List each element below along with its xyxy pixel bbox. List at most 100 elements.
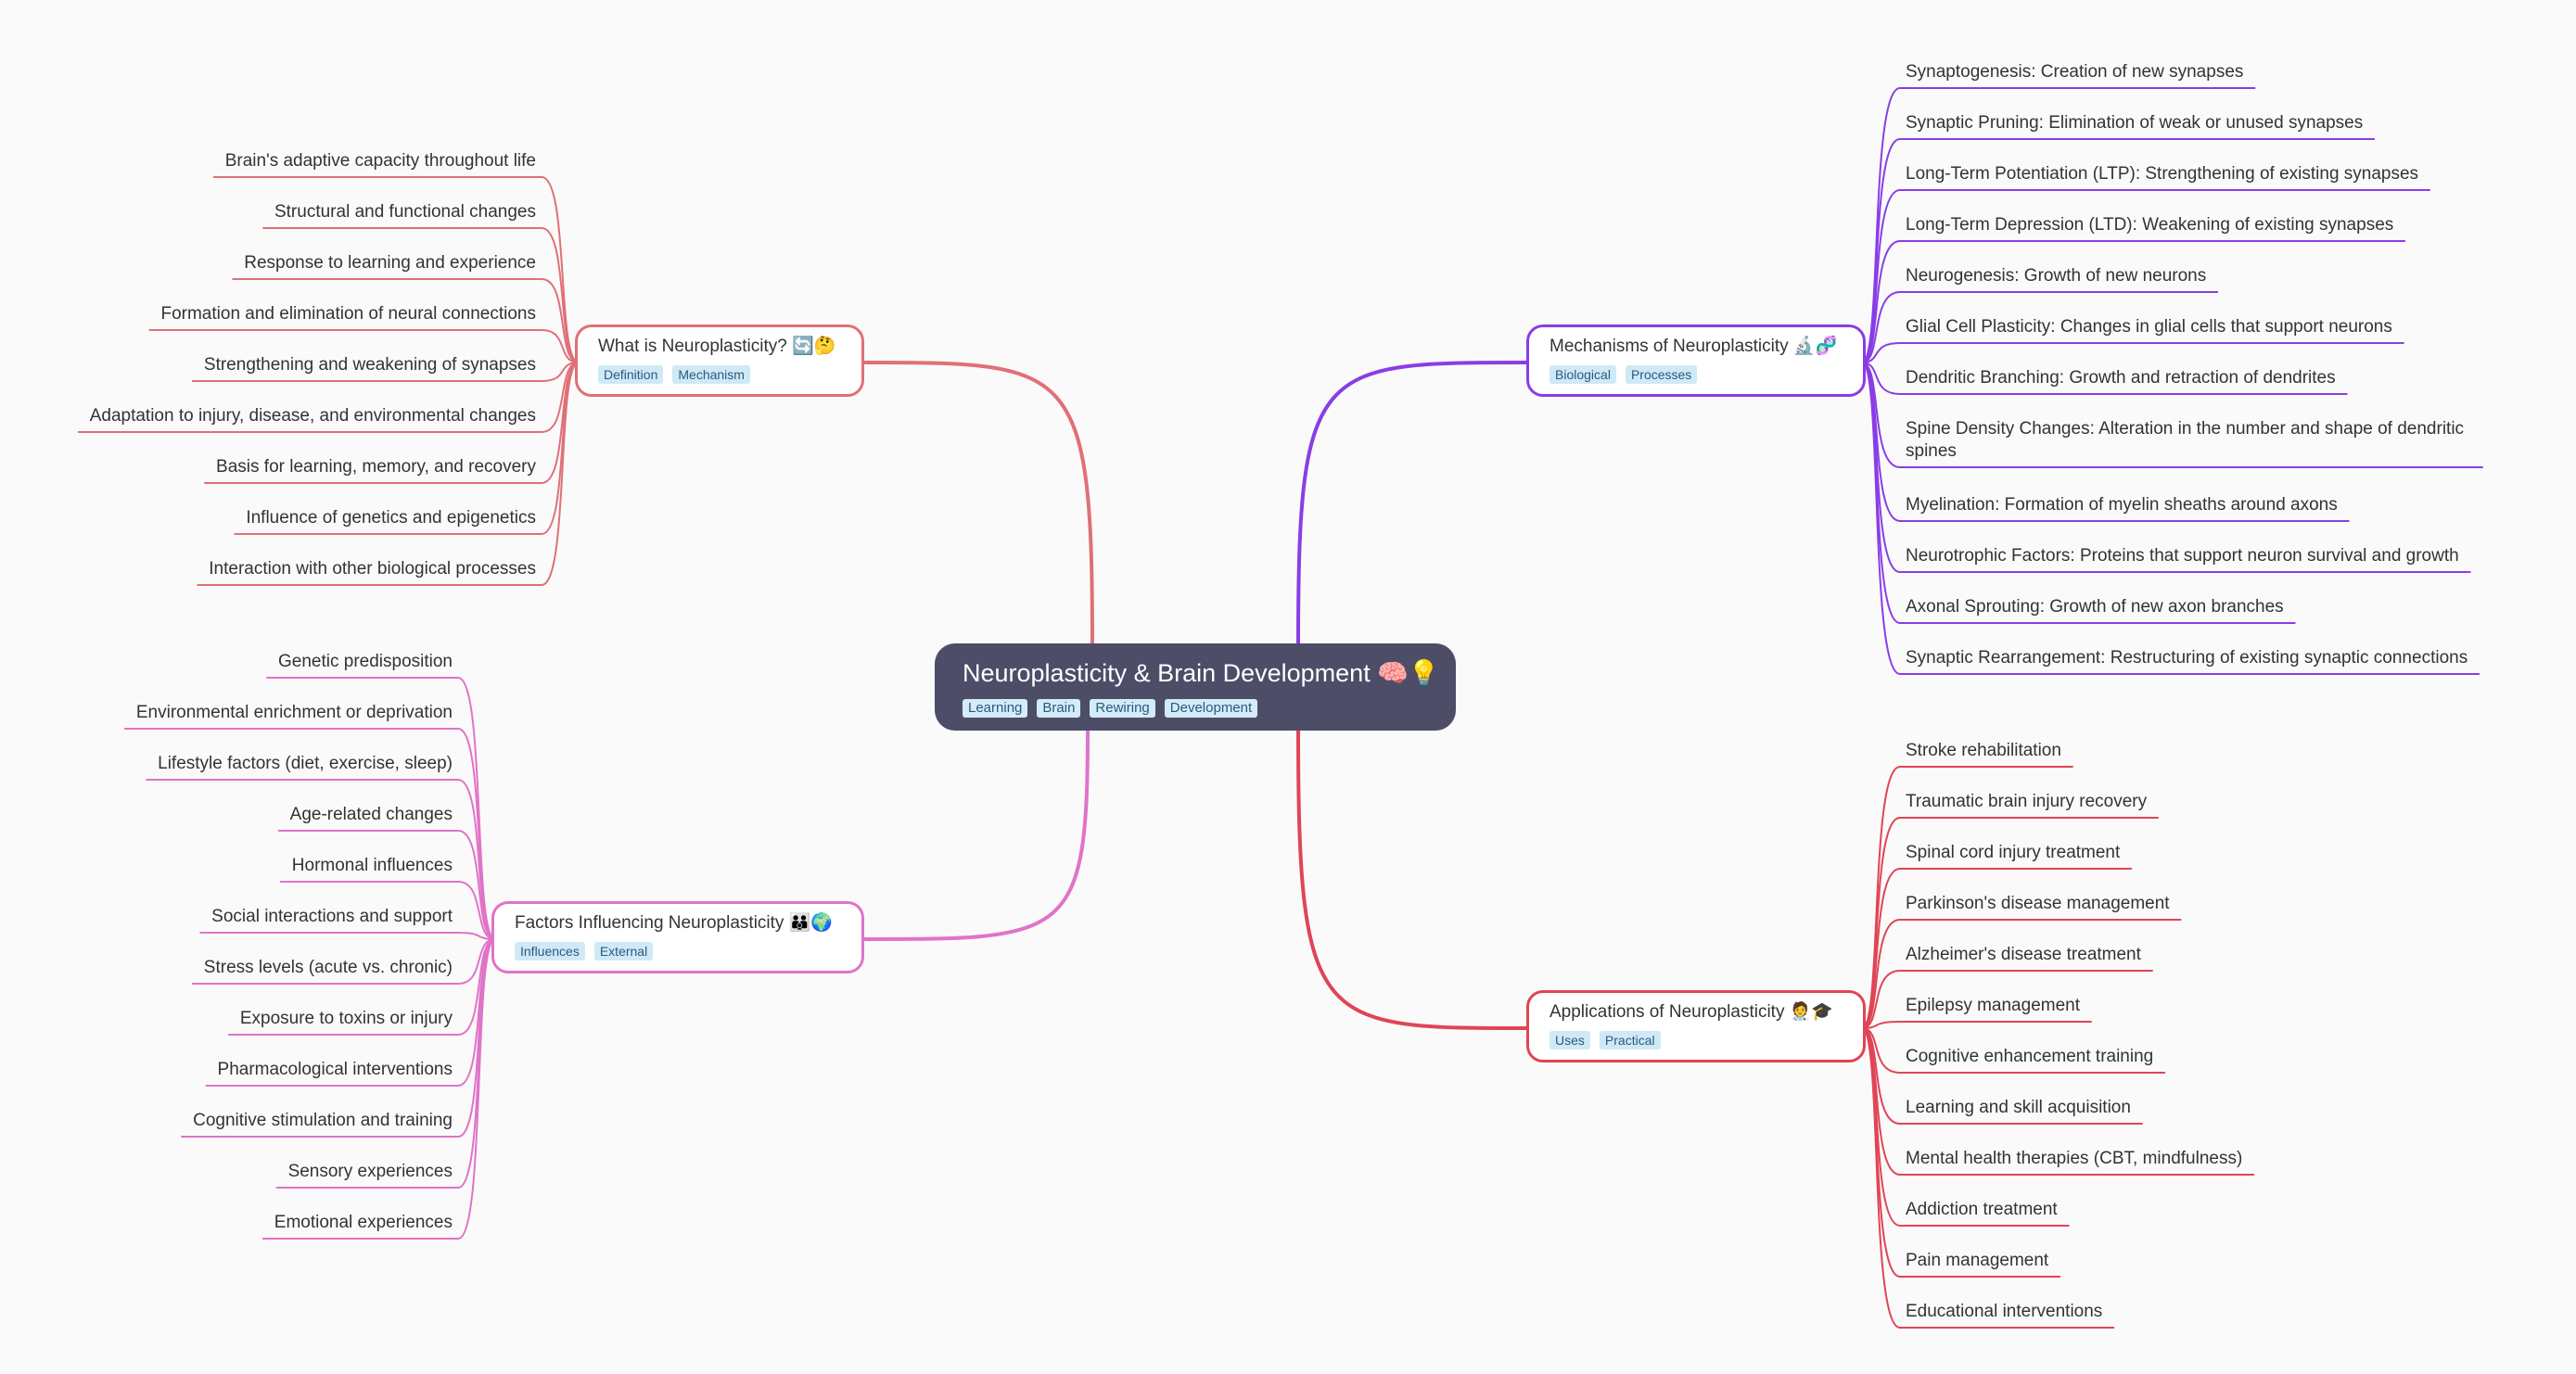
leaf-application[interactable]: Stroke rehabilitation (1906, 741, 2061, 760)
tag-biological[interactable]: Biological (1549, 365, 1616, 384)
leaf-connector (232, 278, 580, 363)
leaf-factor[interactable]: Age-related changes (289, 805, 453, 824)
branch-tags: Biological Processes (1549, 365, 1698, 384)
branch-tags: Influences External (515, 942, 654, 961)
tag-development[interactable]: Development (1164, 699, 1258, 718)
leaf-connector (1861, 362, 2480, 675)
leaf-factor[interactable]: Exposure to toxins or injury (239, 1009, 453, 1028)
leaf-what[interactable]: Structural and functional changes (274, 202, 536, 222)
root-connector (1296, 727, 1528, 1030)
leaf-mechanism[interactable]: Long-Term Potentiation (LTP): Strengthen… (1906, 164, 2419, 184)
leaf-what[interactable]: Response to learning and experience (244, 253, 536, 273)
tag-definition[interactable]: Definition (598, 365, 664, 384)
leaf-connector (1861, 970, 2153, 1029)
leaf-connector (1861, 342, 2404, 363)
leaf-connector (1861, 1027, 2115, 1329)
leaf-mechanism[interactable]: Glial Cell Plasticity: Changes in glial … (1906, 317, 2392, 337)
leaf-factor[interactable]: Social interactions and support (211, 907, 453, 926)
tag-processes[interactable]: Processes (1625, 365, 1698, 384)
leaf-mechanism[interactable]: Spine Density Changes: Alteration in the… (1906, 419, 2465, 461)
leaf-mechanism[interactable]: Synaptic Rearrangement: Restructuring of… (1906, 648, 2468, 668)
tag-learning[interactable]: Learning (963, 699, 1028, 718)
leaf-connector (191, 938, 496, 985)
tag-brain[interactable]: Brain (1037, 699, 1081, 718)
leaf-connector (123, 728, 496, 940)
leaf-connector (77, 362, 580, 433)
leaf-what[interactable]: Strengthening and weakening of synapses (203, 355, 536, 375)
leaf-factor[interactable]: Sensory experiences (287, 1162, 453, 1181)
leaf-connector (1861, 1021, 2092, 1029)
leaf-connector (1861, 240, 2406, 363)
tag-influences[interactable]: Influences (515, 942, 585, 961)
root-tags: Learning Brain Rewiring Development (963, 699, 1258, 718)
branch-what-is-neuroplasticity[interactable]: What is Neuroplasticity? 🔄🤔 Definition M… (575, 324, 864, 397)
leaf-factor[interactable]: Stress levels (acute vs. chronic) (203, 958, 453, 977)
leaf-connector (279, 881, 496, 940)
leaf-connector (148, 329, 580, 363)
tag-uses[interactable]: Uses (1549, 1031, 1590, 1050)
leaf-application[interactable]: Cognitive enhancement training (1906, 1047, 2154, 1066)
leaf-factor[interactable]: Lifestyle factors (diet, exercise, sleep… (158, 754, 453, 773)
branch-title: Applications of Neuroplasticity 🧑‍⚕️🎓 (1549, 1002, 1834, 1022)
leaf-factor[interactable]: Pharmacological interventions (217, 1060, 453, 1079)
leaf-application[interactable]: Educational interventions (1906, 1302, 2103, 1321)
leaf-mechanism[interactable]: Myelination: Formation of myelin sheaths… (1906, 495, 2338, 515)
leaf-mechanism[interactable]: Synaptic Pruning: Elimination of weak or… (1906, 113, 2364, 133)
leaf-factor[interactable]: Genetic predisposition (278, 652, 453, 671)
tag-practical[interactable]: Practical (1599, 1031, 1661, 1050)
root-node[interactable]: Neuroplasticity & Brain Development 🧠💡 L… (935, 643, 1456, 731)
leaf-what[interactable]: Formation and elimination of neural conn… (160, 304, 536, 324)
leaf-factor[interactable]: Environmental enrichment or deprivation (135, 703, 453, 722)
leaf-application[interactable]: Parkinson's disease management (1906, 894, 2170, 913)
leaf-connector (1861, 362, 2348, 395)
branch-title: What is Neuroplasticity? 🔄🤔 (598, 337, 836, 356)
leaf-connector (1861, 291, 2219, 363)
leaf-connector (261, 227, 580, 363)
leaf-factor[interactable]: Emotional experiences (274, 1213, 453, 1232)
leaf-mechanism[interactable]: Neurogenesis: Growth of new neurons (1906, 266, 2207, 286)
leaf-what[interactable]: Influence of genetics and epigenetics (246, 508, 536, 528)
leaf-connector (197, 362, 580, 586)
leaf-what[interactable]: Interaction with other biological proces… (209, 559, 536, 579)
branch-title: Mechanisms of Neuroplasticity 🔬🧬 (1549, 337, 1838, 356)
leaf-connector (1861, 189, 2431, 363)
leaf-what[interactable]: Basis for learning, memory, and recovery (216, 457, 536, 477)
leaf-connector (261, 938, 496, 1240)
leaf-mechanism[interactable]: Axonal Sprouting: Growth of new axon bra… (1906, 597, 2284, 617)
branch-tags: Definition Mechanism (598, 365, 750, 384)
leaf-application[interactable]: Alzheimer's disease treatment (1906, 945, 2141, 964)
tag-external[interactable]: External (593, 942, 654, 961)
leaf-mechanism[interactable]: Long-Term Depression (LTD): Weakening of… (1906, 215, 2394, 235)
leaf-mechanism[interactable]: Neurotrophic Factors: Proteins that supp… (1906, 546, 2459, 566)
leaf-factor[interactable]: Hormonal influences (291, 856, 453, 875)
leaf-connector (1861, 868, 2133, 1029)
leaf-mechanism[interactable]: Dendritic Branching: Growth and retracti… (1906, 368, 2336, 388)
tag-rewiring[interactable]: Rewiring (1090, 699, 1155, 718)
root-connector (862, 361, 1094, 647)
branch-mechanisms[interactable]: Mechanisms of Neuroplasticity 🔬🧬 Biologi… (1526, 324, 1866, 397)
leaf-application[interactable]: Learning and skill acquisition (1906, 1098, 2131, 1117)
leaf-what[interactable]: Adaptation to injury, disease, and envir… (89, 406, 536, 426)
leaf-what[interactable]: Brain's adaptive capacity throughout lif… (224, 151, 536, 171)
leaf-connector (146, 779, 496, 940)
leaf-application[interactable]: Mental health therapies (CBT, mindfulnes… (1906, 1149, 2243, 1168)
branch-title: Factors Influencing Neuroplasticity 👪🌍 (515, 913, 834, 933)
tag-mechanism[interactable]: Mechanism (672, 365, 750, 384)
leaf-application[interactable]: Epilepsy management (1906, 996, 2080, 1015)
leaf-mechanism[interactable]: Synaptogenesis: Creation of new synapses (1906, 62, 2244, 82)
leaf-application[interactable]: Spinal cord injury treatment (1906, 843, 2121, 862)
leaf-connector (191, 362, 580, 382)
branch-tags: Uses Practical (1549, 1031, 1661, 1050)
leaf-connector (1861, 362, 2296, 624)
branch-applications[interactable]: Applications of Neuroplasticity 🧑‍⚕️🎓 Us… (1526, 990, 1866, 1062)
leaf-application[interactable]: Addiction treatment (1906, 1200, 2058, 1219)
leaf-connector (199, 932, 496, 940)
branch-factors-influencing[interactable]: Factors Influencing Neuroplasticity 👪🌍 I… (491, 901, 864, 973)
leaf-application[interactable]: Traumatic brain injury recovery (1906, 792, 2148, 811)
leaf-application[interactable]: Pain management (1906, 1251, 2049, 1270)
leaf-connector (277, 830, 496, 940)
root-connector (1296, 361, 1528, 647)
leaf-factor[interactable]: Cognitive stimulation and training (193, 1111, 453, 1130)
